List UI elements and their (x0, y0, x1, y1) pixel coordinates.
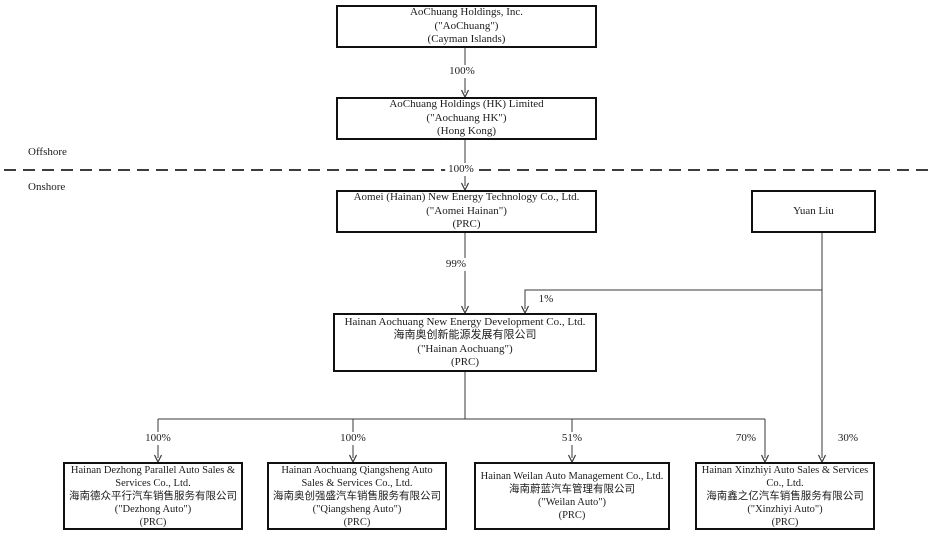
node-aochuang-hk: AoChuang Holdings (HK) Limited ("Aochuan… (336, 97, 597, 140)
ownership-label-yuanliu-xinzhiyi: 30% (837, 432, 859, 444)
entity-name: Yuan Liu (793, 204, 834, 217)
entity-name: Hainan Dezhong Parallel Auto Sales & (70, 464, 236, 476)
node-aomei-hainan: Aomei (Hainan) New Energy Technology Co.… (336, 190, 597, 233)
entity-short-name: ("Qiangsheng Auto") (312, 503, 402, 515)
entity-jurisdiction: (PRC) (771, 516, 799, 528)
node-xinzhiyi-auto: Hainan Xinzhiyi Auto Sales & Services Co… (695, 462, 875, 530)
entity-chinese-name: 海南蔚蓝汽车管理有限公司 (509, 484, 635, 495)
entity-chinese-name: 海南鑫之亿汽车销售服务有限公司 (706, 490, 864, 502)
arrowheads (153, 89, 827, 464)
entity-name-cont: Sales & Services Co., Ltd. (301, 477, 413, 489)
entity-jurisdiction: (PRC) (139, 516, 167, 528)
entity-name: Hainan Aochuang New Energy Development C… (344, 315, 586, 328)
entity-chinese-name: 海南奥创新能源发展有限公司 (393, 329, 537, 341)
edge-yuanliu-hainan (524, 289, 822, 309)
entity-short-name: ("Weilan Auto") (537, 497, 607, 508)
entity-jurisdiction: (Hong Kong) (437, 125, 496, 138)
entity-short-name: ("AoChuang") (434, 19, 499, 32)
ownership-label-aomei-hainan: 99% (442, 258, 470, 271)
ownership-label-qiangsheng: 100% (337, 432, 369, 445)
ownership-label-aochuang-hk: 100% (446, 65, 478, 78)
entity-name-cont: Co., Ltd. (766, 477, 804, 489)
entity-jurisdiction: (PRC) (343, 516, 371, 528)
entity-short-name: ("Hainan Aochuang") (417, 342, 513, 355)
node-qiangsheng-auto: Hainan Aochuang Qiangsheng Auto Sales & … (267, 462, 447, 530)
entity-short-name: ("Aochuang HK") (426, 111, 507, 124)
entity-name: Aomei (Hainan) New Energy Technology Co.… (353, 191, 580, 204)
node-yuan-liu: Yuan Liu (751, 190, 876, 233)
entity-chinese-name: 海南德众平行汽车销售服务有限公司 (69, 490, 237, 502)
ownership-label-dezhong: 100% (142, 432, 174, 445)
onshore-label: Onshore (28, 181, 66, 193)
entity-name: AoChuang Holdings, Inc. (409, 6, 524, 19)
entity-short-name: ("Xinzhiyi Auto") (747, 503, 823, 515)
entity-name: Hainan Aochuang Qiangsheng Auto (281, 464, 433, 476)
ownership-label-hk-aomei: 100% (445, 163, 477, 176)
entity-jurisdiction: (PRC) (452, 218, 481, 231)
entity-jurisdiction: (PRC) (450, 356, 480, 368)
ownership-label-weilan: 51% (558, 432, 586, 445)
entity-jurisdiction: (Cayman Islands) (427, 33, 506, 46)
entity-name: Hainan Xinzhiyi Auto Sales & Services (701, 464, 869, 476)
node-aochuang-holdings: AoChuang Holdings, Inc. ("AoChuang") (Ca… (336, 5, 597, 48)
entity-short-name: ("Aomei Hainan") (426, 204, 507, 217)
entity-short-name: ("Dezhong Auto") (114, 503, 192, 515)
entity-chinese-name: 海南奥创强盛汽车销售服务有限公司 (273, 490, 441, 502)
entity-name: Hainan Weilan Auto Management Co., Ltd. (480, 471, 664, 482)
node-dezhong-auto: Hainan Dezhong Parallel Auto Sales & Ser… (63, 462, 243, 530)
node-hainan-aochuang: Hainan Aochuang New Energy Development C… (333, 313, 597, 372)
ownership-label-xinzhiyi: 70% (735, 432, 757, 444)
ownership-label-yuanliu-hainan: 1% (538, 293, 554, 305)
offshore-label: Offshore (28, 146, 67, 158)
node-weilan-auto: Hainan Weilan Auto Management Co., Ltd. … (474, 462, 670, 530)
entity-name-cont: Services Co., Ltd. (115, 477, 191, 489)
entity-name: AoChuang Holdings (HK) Limited (389, 98, 544, 111)
entity-jurisdiction: (PRC) (558, 510, 586, 521)
